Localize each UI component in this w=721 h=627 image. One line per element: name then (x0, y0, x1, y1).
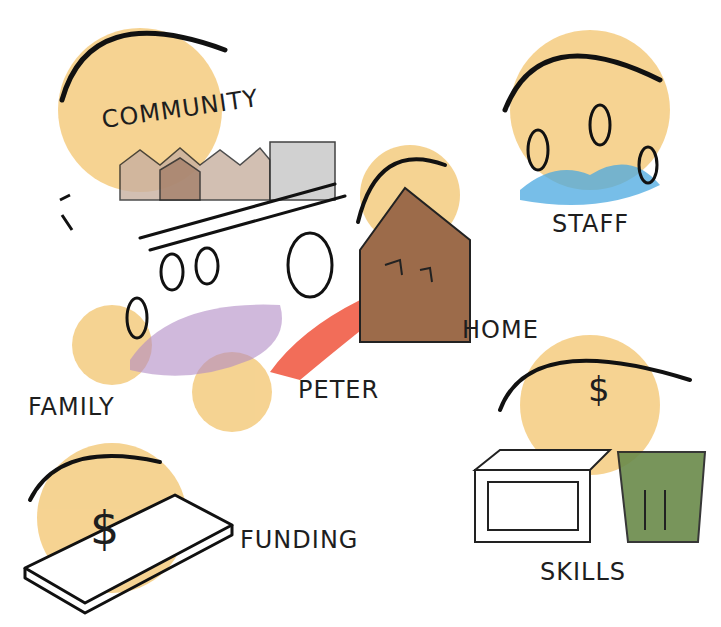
sketch-label: $ (588, 372, 611, 406)
sketch-label: FUNDING (240, 528, 358, 552)
sketch-label: $ (90, 505, 120, 551)
sketch-label: HOME (462, 318, 539, 342)
sketch-label: PETER (298, 378, 379, 402)
sketch-label: SKILLS (540, 560, 626, 584)
sketch-label: FAMILY (28, 395, 115, 419)
sketch-label: STAFF (552, 212, 629, 236)
